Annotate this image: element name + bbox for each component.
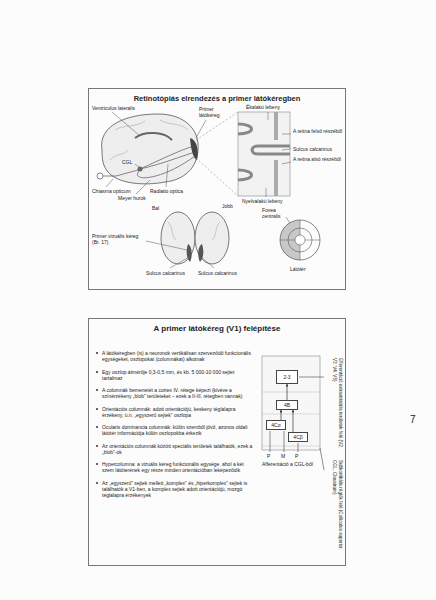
connector-arrow <box>287 384 288 400</box>
pathway-label: M <box>281 453 287 459</box>
cortex-layer-box: 4Cβ <box>288 432 308 442</box>
bullet-text: Hypercolumna: a vizuális kéreg funkcioná… <box>102 461 244 473</box>
structure-label: Látótér <box>290 266 314 272</box>
page-number: 7 <box>410 414 422 426</box>
structure-label: Sulcus calcarinus <box>198 270 246 276</box>
cortex-band <box>274 112 278 196</box>
structure-label: Primer vizuális kéreg (Br. 17) <box>92 233 144 245</box>
bullet-dot <box>96 352 98 354</box>
zoom-line <box>196 112 238 196</box>
leader-line <box>146 217 298 268</box>
structure-label: A retina felső részéből <box>293 128 343 134</box>
bullet-item: Egy oszlop átmérője 0,3-0,5 mm, és kb. 5… <box>96 369 254 382</box>
structure-label: Sulcus calcarinus <box>293 146 343 152</box>
bullet-dot <box>96 389 98 391</box>
structure-label: Sulcus calcarinus <box>146 270 194 276</box>
ventricle <box>135 133 172 140</box>
bullet-text: Az „egyszerű” sejtek mellett „komplex” é… <box>102 480 247 499</box>
bullet-item: Az „egyszerű” sejtek mellett „komplex” é… <box>96 480 254 499</box>
cortex-frame <box>262 356 320 450</box>
bullet-item: Orientációs columnák: adott orientációjú… <box>96 406 254 419</box>
bullet-text: Orientációs columnák: adott orientációjú… <box>102 406 235 418</box>
visual-field <box>280 220 320 260</box>
cortex-layer-box: 4B <box>276 400 298 410</box>
bullet-dot <box>96 408 98 410</box>
structure-label: Chiasma opticum <box>92 188 132 194</box>
bullet-dot <box>96 482 98 484</box>
bullet-item: Hypercolumna: a vizuális kéreg funkcioná… <box>96 461 254 474</box>
cgl-nucleus <box>138 167 143 172</box>
pathway-label: Afferentáció a CGL-ből <box>262 461 322 467</box>
bullet-text: A columnák bemenetét a cortex IV. rétege… <box>102 387 242 399</box>
fovea-ring <box>295 235 305 245</box>
structure-label: Fovea centralis <box>262 207 288 219</box>
bullet-text: Egy oszlop átmérője 0,3-0,5 mm, és kb. 5… <box>102 369 234 381</box>
bullet-item: Ocularis dominancia columnák: külön szem… <box>96 424 254 437</box>
structure-label: Radiatio optica <box>150 188 195 194</box>
pathway-label: P <box>267 453 273 459</box>
structure-label: Meyer hurok <box>118 195 152 201</box>
bullet-item: A látókéregben (is) a neuronok vertikáli… <box>96 350 254 363</box>
bullet-dot <box>96 463 98 465</box>
bullet-dot <box>96 445 98 447</box>
field-axis <box>280 220 320 260</box>
gyrus-line <box>168 222 220 240</box>
eye <box>97 173 103 179</box>
bullet-text: Az orientációs columnák között speciális… <box>102 443 252 455</box>
bullet-text: Ocularis dominancia columnák: külön szem… <box>102 424 247 436</box>
bullet-text: A látókéregben (is) a neuronok vertikáli… <box>102 350 251 362</box>
visual-cortex <box>187 244 204 262</box>
structure-label: Nyelvalakú lebeny <box>242 198 302 204</box>
bullet-dot <box>96 426 98 428</box>
cortex-layer-box: 4Cα <box>266 420 286 430</box>
structure-label: Ékalakú lebeny <box>246 104 296 110</box>
cortex-fold <box>238 124 290 180</box>
brain-outline <box>102 114 199 184</box>
layer-label: 4Cα <box>271 422 280 428</box>
bullet-item: Az orientációs columnák között speciális… <box>96 443 254 456</box>
structure-label: Primer látókéreg <box>199 106 229 118</box>
structure-label: Ventriculus lateralis <box>92 105 162 111</box>
pathway-label: Efferentáció extrastriatális területek f… <box>332 358 343 450</box>
optic-pathway <box>103 146 195 178</box>
layer-label: 2-3 <box>283 374 290 380</box>
cortex-section <box>238 112 290 196</box>
gyrus-line <box>110 120 188 160</box>
layer-line <box>262 392 320 446</box>
side-label: Jobb <box>222 203 238 209</box>
pathway-label: Subkortikális régiók felé (Colliculus su… <box>332 460 343 555</box>
layer-label: 4B <box>284 402 290 408</box>
side-label: Bal <box>152 205 166 211</box>
structure-label: CGL <box>122 159 136 165</box>
leader-line <box>266 112 291 197</box>
structure-label: A retina alsó részéből <box>293 156 343 162</box>
cortex-layer-box: 2-3 <box>276 370 298 384</box>
connector-arrow <box>293 410 294 432</box>
connector-arrow <box>281 410 282 420</box>
bullet-item: A columnák bemenetét a cortex IV. rétege… <box>96 387 254 400</box>
output-line <box>299 377 324 470</box>
bullet-list: A látókéregben (is) a neuronok vertikáli… <box>96 350 254 498</box>
bullet-dot <box>96 371 98 373</box>
leader-line <box>106 112 206 194</box>
pathway-label: P <box>295 453 301 459</box>
layer-label: 4Cβ <box>293 434 302 440</box>
slide-title: A primer látókéreg (V1) felépítése <box>89 324 345 334</box>
slide-title: Retinotópiás elrendezés a primer látókér… <box>89 94 345 103</box>
